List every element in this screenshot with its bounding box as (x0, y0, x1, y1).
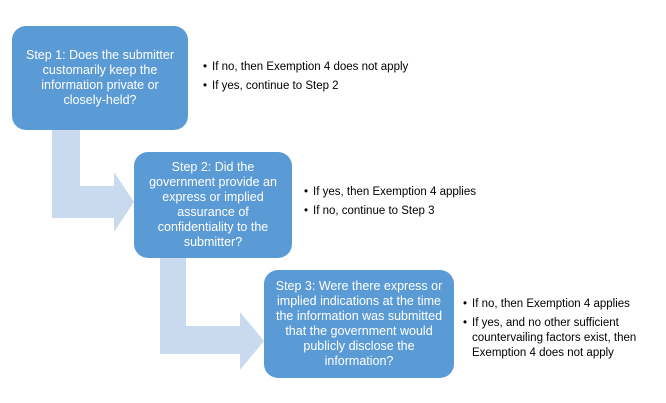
list-item: •If no, then Exemption 4 does not apply (203, 61, 409, 73)
step-2-text: Step 2: Did the government provide an ex… (149, 160, 277, 249)
step-1-bullets: •If no, then Exemption 4 does not apply … (203, 60, 443, 98)
step-3-bullets: •If no, then Exemption 4 applies •If yes… (463, 297, 659, 365)
list-item: •If no, then Exemption 4 applies (463, 298, 630, 310)
arrow-step2-to-step3 (160, 258, 264, 370)
step-1-text: Step 1: Does the submitter customarily k… (26, 48, 174, 107)
list-item: •If no, continue to Step 3 (304, 205, 435, 217)
list-item: •If yes, then Exemption 4 applies (304, 186, 477, 198)
step-3-box: Step 3: Were there express or implied in… (264, 270, 454, 378)
step-2-box: Step 2: Did the government provide an ex… (134, 152, 292, 258)
list-item: •If yes, and no other sufficient counter… (463, 317, 637, 359)
bullet-icon: • (203, 61, 208, 73)
bullet-icon: • (463, 317, 468, 329)
step-2-bullets: •If yes, then Exemption 4 applies •If no… (304, 185, 524, 223)
bullet-icon: • (203, 80, 208, 92)
step-1-box: Step 1: Does the submitter customarily k… (12, 26, 188, 130)
arrow-step1-to-step2 (52, 130, 134, 232)
bullet-icon: • (304, 205, 309, 217)
bullet-icon: • (463, 298, 468, 310)
bullet-icon: • (304, 186, 309, 198)
step-3-text: Step 3: Were there express or implied in… (275, 279, 443, 368)
list-item: •If yes, continue to Step 2 (203, 80, 339, 92)
